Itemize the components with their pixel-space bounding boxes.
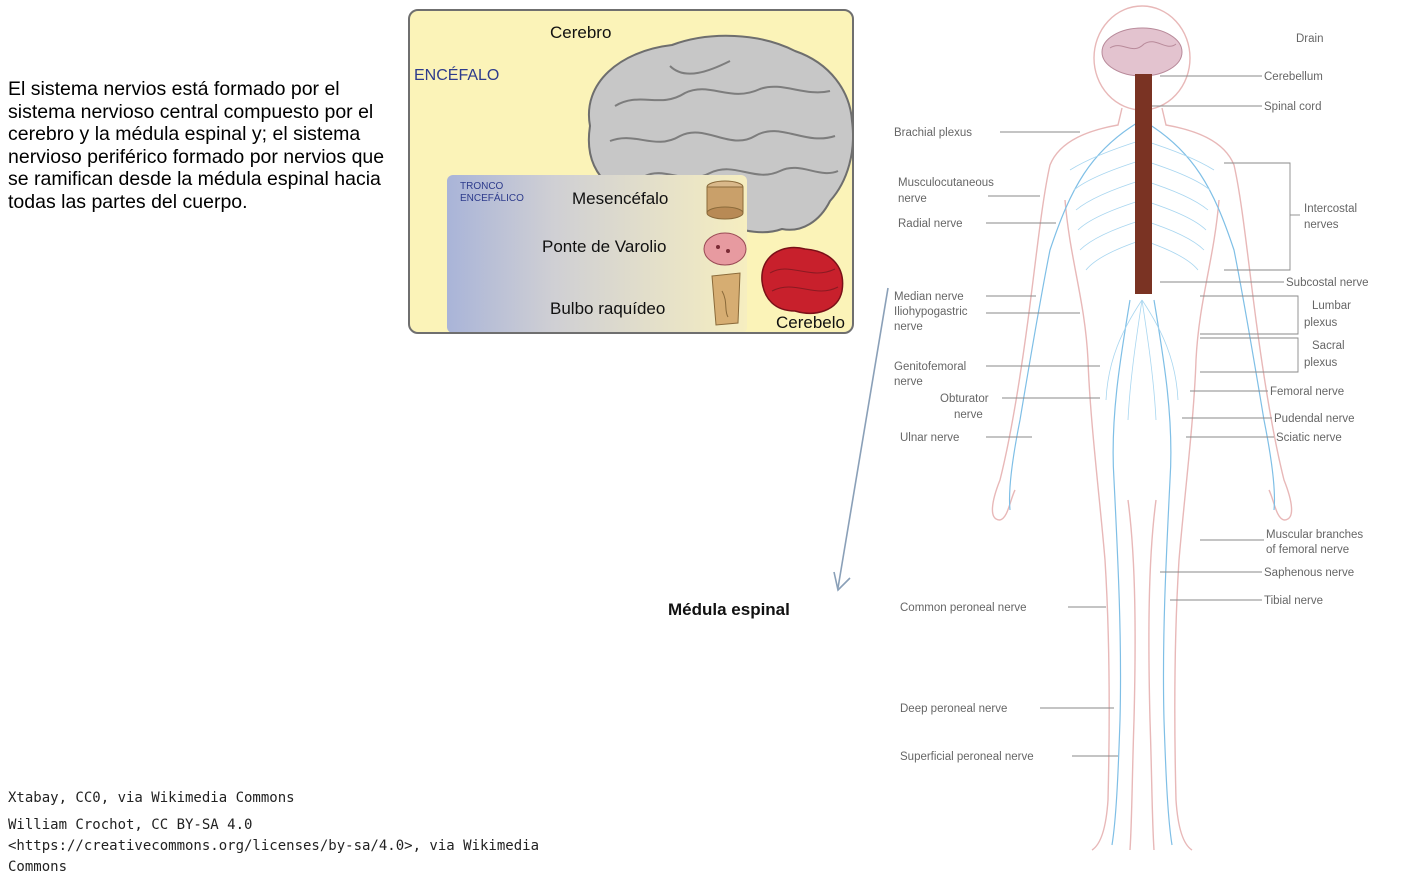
label-median: Median nerve bbox=[894, 291, 964, 303]
label-pudendal: Pudendal nerve bbox=[1274, 413, 1355, 425]
label-obturator-1: Obturator bbox=[940, 393, 989, 405]
label-brachial: Brachial plexus bbox=[894, 127, 972, 139]
label-tronco: TRONCO ENCEFÁLICO bbox=[460, 181, 524, 205]
brain-small-shape bbox=[1102, 28, 1182, 76]
label-lumbar-1: Lumbar bbox=[1312, 300, 1351, 312]
mesencephalon-shape bbox=[707, 181, 743, 219]
label-intercostal-2: nerves bbox=[1304, 219, 1339, 231]
label-lumbar-2: plexus bbox=[1304, 317, 1337, 329]
label-muscular-1: Muscular branches bbox=[1266, 529, 1363, 541]
brain-figure: Cerebro ENCÉFALO TRONCO ENCEFÁLICO Mesen… bbox=[408, 9, 854, 334]
label-sciatic: Sciatic nerve bbox=[1276, 432, 1342, 444]
label-superficial-peroneal: Superficial peroneal nerve bbox=[900, 751, 1034, 763]
pons-shape bbox=[704, 233, 746, 265]
label-ponte: Ponte de Varolio bbox=[542, 237, 666, 257]
label-genito-1: Genitofemoral bbox=[894, 361, 966, 373]
label-tronco-line2: ENCEFÁLICO bbox=[460, 193, 524, 205]
brain-illustration bbox=[410, 11, 854, 334]
label-ulnar: Ulnar nerve bbox=[900, 432, 959, 444]
nervous-system-figure: Drain Cerebellum Spinal cord Intercostal… bbox=[860, 0, 1410, 853]
label-muscular-2: of femoral nerve bbox=[1266, 544, 1349, 556]
label-common-peroneal: Common peroneal nerve bbox=[900, 602, 1027, 614]
label-ilio-1: Iliohypogastric bbox=[894, 306, 968, 318]
label-ilio-2: nerve bbox=[894, 321, 923, 333]
label-tibial: Tibial nerve bbox=[1264, 595, 1323, 607]
label-drain: Drain bbox=[1296, 33, 1323, 45]
leader-lines-left bbox=[986, 132, 1118, 756]
label-obturator-2: nerve bbox=[954, 409, 983, 421]
label-subcostal: Subcostal nerve bbox=[1286, 277, 1368, 289]
label-encefalo: ENCÉFALO bbox=[414, 67, 499, 85]
label-deep-peroneal: Deep peroneal nerve bbox=[900, 703, 1007, 715]
spinal-cord-shape bbox=[1135, 74, 1152, 294]
credit-first: Xtabay, CC0, via Wikimedia Commons bbox=[8, 790, 295, 806]
label-spinal-cord: Spinal cord bbox=[1264, 101, 1322, 113]
label-bulbo: Bulbo raquídeo bbox=[550, 299, 665, 319]
label-cerebro: Cerebro bbox=[550, 23, 611, 43]
label-sacral-1: Sacral bbox=[1312, 340, 1345, 352]
leader-lines-right bbox=[1152, 76, 1300, 600]
label-mesencefalo: Mesencéfalo bbox=[572, 189, 668, 209]
label-musculo-1: Musculocutaneous bbox=[898, 177, 994, 189]
label-saphenous: Saphenous nerve bbox=[1264, 567, 1354, 579]
intro-paragraph: El sistema nervios está formado por el s… bbox=[8, 78, 388, 213]
label-femoral: Femoral nerve bbox=[1270, 386, 1344, 398]
label-intercostal-1: Intercostal bbox=[1304, 203, 1357, 215]
label-genito-2: nerve bbox=[894, 376, 923, 388]
medulla-shape bbox=[712, 273, 740, 325]
label-radial: Radial nerve bbox=[898, 218, 963, 230]
label-sacral-2: plexus bbox=[1304, 357, 1337, 369]
label-tronco-line1: TRONCO bbox=[460, 181, 524, 193]
label-cerebellum: Cerebellum bbox=[1264, 71, 1323, 83]
callout-medula-espinal: Médula espinal bbox=[668, 600, 790, 620]
credit-second: William Crochot, CC BY-SA 4.0 <https://c… bbox=[8, 815, 568, 878]
label-musculo-2: nerve bbox=[898, 193, 927, 205]
